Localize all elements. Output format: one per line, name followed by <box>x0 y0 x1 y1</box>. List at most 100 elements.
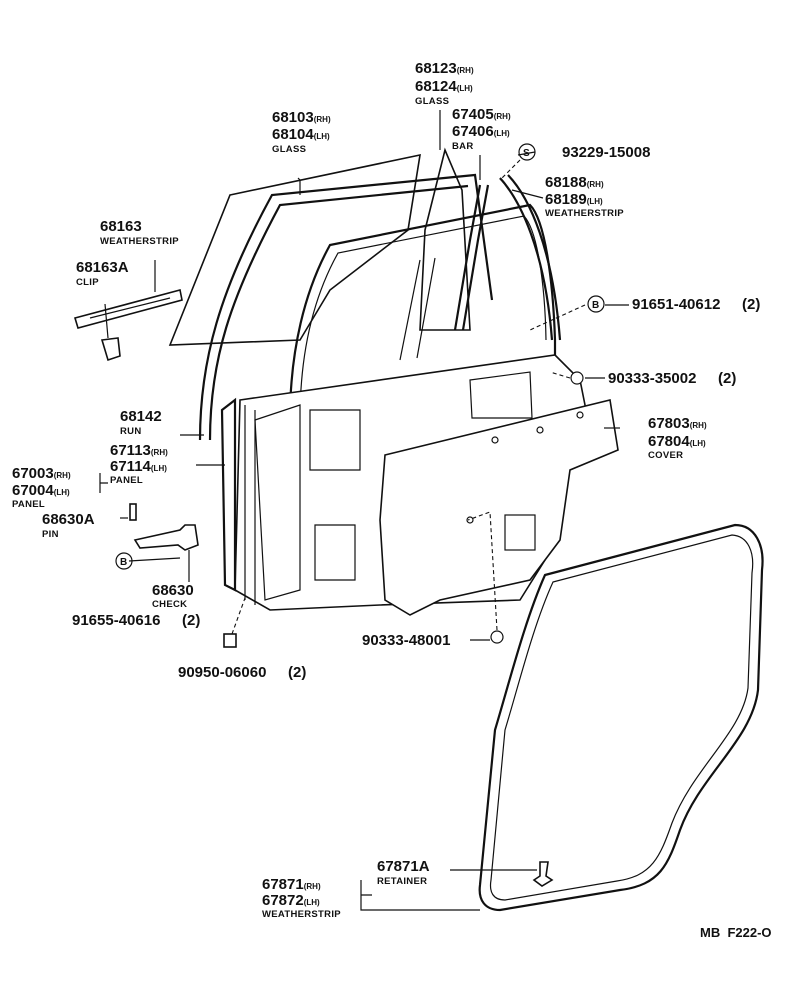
plug-upper[interactable] <box>570 371 584 385</box>
part-number: 67004 <box>12 482 54 499</box>
callout-check: 68630 CHECK <box>152 582 194 610</box>
part-quantity: (2) <box>742 296 760 313</box>
bolt-mark-icon: B <box>592 300 599 311</box>
part-description: PANEL <box>12 499 45 510</box>
callout-weatherstrip-upper: 68188(RH) 68189(LH) WEATHERSTRIP <box>545 174 624 219</box>
callout-glass-front: 68103(RH) 68104(LH) GLASS <box>272 109 331 155</box>
part-number: 68123 <box>415 60 457 77</box>
part-number: 68124 <box>415 78 457 95</box>
part-description: WEATHERSTRIP <box>262 909 341 920</box>
part-description: PIN <box>42 529 59 540</box>
svg-text:68188(RH): 68188(RH) <box>545 174 604 191</box>
callout-plug-bottom: 90950-06060 (2) <box>178 664 306 681</box>
callout-bolt-lower: 91655-40616 (2) <box>72 612 200 629</box>
part-description: CHECK <box>152 599 187 610</box>
svg-text:67113(RH): 67113(RH) <box>110 442 168 459</box>
part-description: CLIP <box>76 277 99 288</box>
svg-text:67004(LH): 67004(LH) <box>12 482 70 499</box>
callout-retainer: 67871A RETAINER <box>377 858 430 887</box>
callout-glass-rear: 68123(RH) 68124(LH) GLASS <box>415 60 474 107</box>
service-hole-cover[interactable] <box>379 399 619 616</box>
part-number: 90333-48001 <box>362 632 450 649</box>
part-description: COVER <box>648 450 683 461</box>
callout-screw: S 93229-15008 <box>518 143 650 161</box>
bolt-mark-icon: B <box>120 557 127 568</box>
belt-weatherstrip[interactable] <box>73 289 183 329</box>
callout-weatherstrip-belt: 68163 WEATHERSTRIP <box>100 218 179 247</box>
part-number: 90950-06060 <box>178 664 266 681</box>
part-number: 68630A <box>42 511 95 528</box>
part-number: 90333-35002 <box>608 370 696 387</box>
callout-panel: 67003(RH) 67004(LH) PANEL <box>12 465 71 510</box>
upper-weatherstrip[interactable] <box>499 174 562 341</box>
callout-plug-lower: 90333-48001 <box>362 632 450 649</box>
callout-bolt-upper: B 91651-40612 (2) <box>587 295 760 313</box>
part-number: 67003 <box>12 465 54 482</box>
retainer-clip[interactable] <box>532 861 554 887</box>
callout-clip: 68163A CLIP <box>76 259 129 288</box>
svg-text:68124(LH): 68124(LH) <box>415 78 473 95</box>
door-check-pin[interactable] <box>129 503 137 521</box>
part-number: 68188 <box>545 174 587 191</box>
part-number: 67406 <box>452 123 494 140</box>
part-quantity: (2) <box>182 612 200 629</box>
door-glass-front[interactable] <box>168 153 421 346</box>
part-number: 68142 <box>120 408 162 425</box>
svg-text:68123(RH): 68123(RH) <box>415 60 474 77</box>
svg-text:67871(RH): 67871(RH) <box>262 876 321 893</box>
part-number: 67405 <box>452 106 494 123</box>
part-number: 68163 <box>100 218 142 235</box>
svg-text:67406(LH): 67406(LH) <box>452 123 510 140</box>
screw-mark-icon: S <box>523 148 530 159</box>
door-weatherstrip[interactable] <box>478 523 764 912</box>
part-number: 68163A <box>76 259 129 276</box>
part-description: PANEL <box>110 475 143 486</box>
plug-lower[interactable] <box>490 630 504 644</box>
part-description: RETAINER <box>377 876 427 887</box>
part-description: WEATHERSTRIP <box>545 208 624 219</box>
part-quantity: (2) <box>288 664 306 681</box>
door-outer-panel[interactable] <box>220 397 237 592</box>
svg-text:67872(LH): 67872(LH) <box>262 892 320 909</box>
part-number: 67804 <box>648 433 690 450</box>
part-description: RUN <box>120 426 141 437</box>
part-number: 67871A <box>377 858 430 875</box>
division-bar[interactable] <box>453 184 490 331</box>
glass-run[interactable] <box>198 173 494 441</box>
part-number: 67871 <box>262 876 304 893</box>
callout-cover: 67803(RH) 67804(LH) COVER <box>648 415 707 461</box>
figure-code: MB F222-O <box>700 925 772 940</box>
bolt-mark-lower: B <box>115 552 133 570</box>
callout-run: 68142 RUN <box>120 408 162 437</box>
part-quantity: (2) <box>718 370 736 387</box>
svg-text:68103(RH): 68103(RH) <box>272 109 331 126</box>
door-frame[interactable] <box>288 203 557 421</box>
part-number: 67803 <box>648 415 690 432</box>
svg-text:67003(RH): 67003(RH) <box>12 465 71 482</box>
part-number: 68630 <box>152 582 194 599</box>
callout-bar: 67405(RH) 67406(LH) BAR <box>452 106 511 152</box>
svg-text:68189(LH): 68189(LH) <box>545 191 603 208</box>
part-number: 68103 <box>272 109 314 126</box>
door-check[interactable] <box>133 524 199 551</box>
svg-text:67803(RH): 67803(RH) <box>648 415 707 432</box>
part-number: 91651-40612 <box>632 296 720 313</box>
part-number: 68104 <box>272 126 314 143</box>
plug-bottom[interactable] <box>223 633 237 648</box>
svg-text:67804(LH): 67804(LH) <box>648 433 706 450</box>
svg-text:67405(RH): 67405(RH) <box>452 106 511 123</box>
part-number: 67872 <box>262 892 304 909</box>
part-description: GLASS <box>415 96 449 107</box>
part-description: BAR <box>452 141 473 152</box>
part-number: 67113 <box>110 442 151 459</box>
part-number: 68189 <box>545 191 587 208</box>
callout-pin: 68630A PIN <box>42 511 95 540</box>
callout-plug-upper: 90333-35002 (2) <box>608 370 736 387</box>
weatherstrip-clip[interactable] <box>100 337 121 362</box>
part-number: 93229-15008 <box>562 144 650 161</box>
svg-text:68104(LH): 68104(LH) <box>272 126 330 143</box>
callout-weatherstrip-door: 67871(RH) 67872(LH) WEATHERSTRIP <box>262 876 341 920</box>
part-description: WEATHERSTRIP <box>100 236 179 247</box>
svg-text:67114(LH): 67114(LH) <box>110 458 167 475</box>
